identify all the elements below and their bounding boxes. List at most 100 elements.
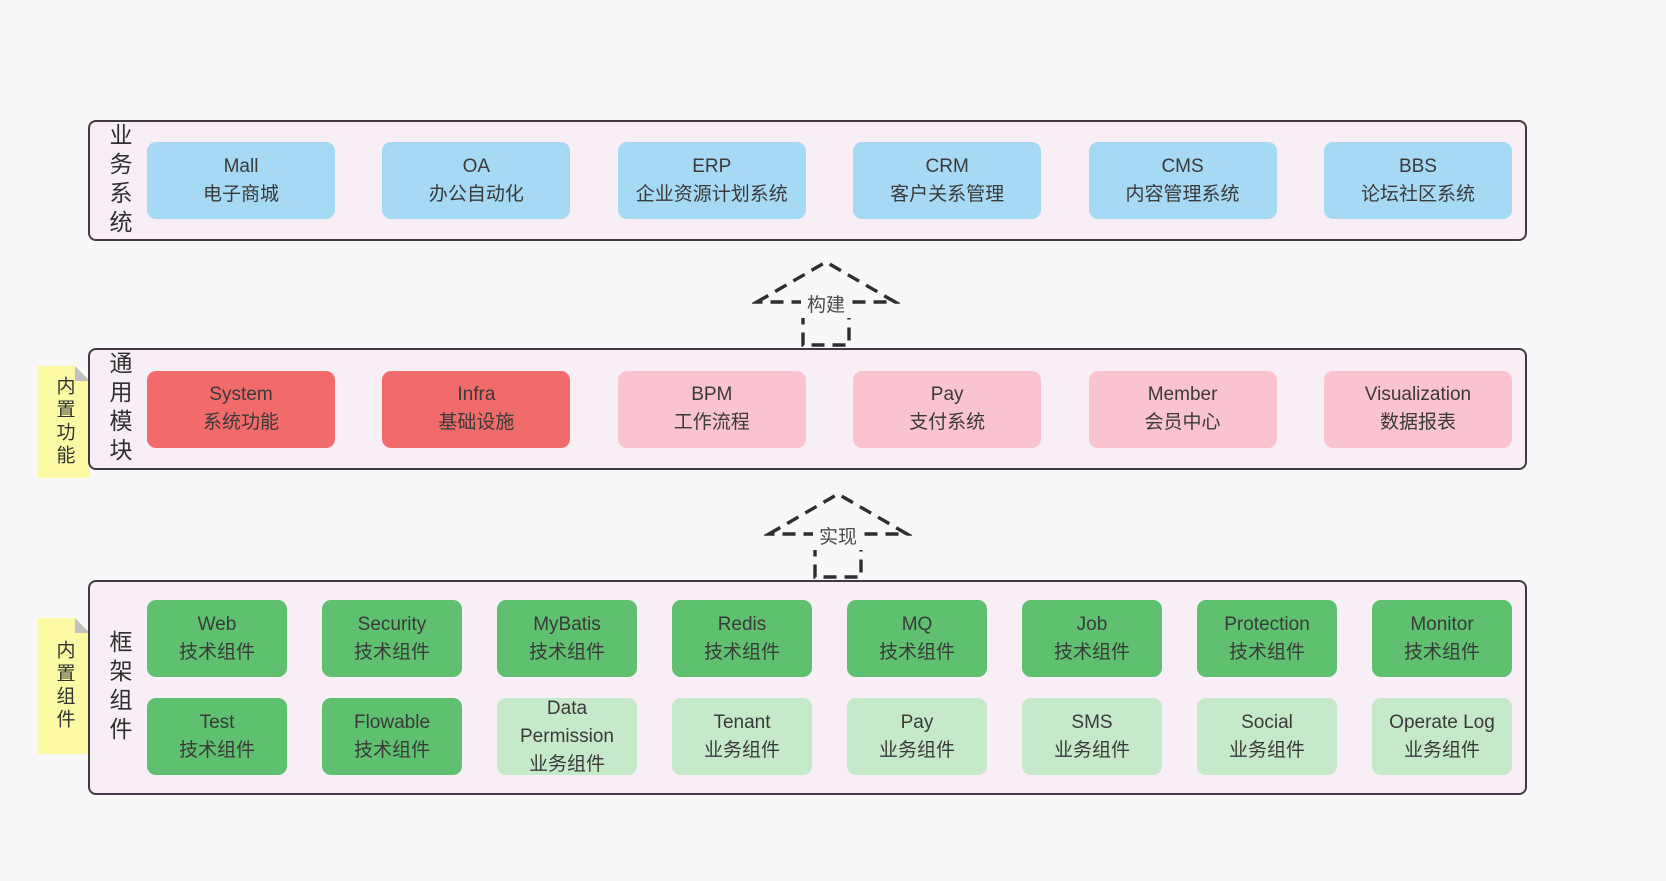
- box-security: Security 技术组件: [322, 600, 462, 677]
- box-subtitle: 工作流程: [673, 412, 750, 433]
- box-title: BPM: [691, 384, 733, 405]
- box-subtitle: 技术组件: [878, 641, 955, 663]
- box-mq: MQ 技术组件: [847, 600, 987, 677]
- sticky-note-label: 内置组件: [53, 640, 75, 732]
- box-title: Monitor: [1410, 613, 1474, 635]
- dashed-up-arrow-icon: 实现: [762, 492, 914, 579]
- box-test: Test 技术组件: [147, 698, 287, 775]
- box-subtitle: 业务组件: [703, 739, 780, 761]
- box-crm: CRM 客户关系管理: [853, 142, 1042, 219]
- box-erp: ERP 企业资源计划系统: [617, 142, 806, 219]
- box-subtitle: 客户关系管理: [890, 183, 1005, 205]
- box-title: Security: [357, 613, 427, 635]
- dashed-up-arrow-icon: 构建: [750, 260, 902, 347]
- box-title: Member: [1147, 384, 1218, 405]
- box-subtitle: 技术组件: [353, 739, 430, 761]
- box-title: Pay: [900, 711, 934, 733]
- box-system: System 系统功能: [147, 370, 335, 448]
- business-boxes-row: Mall 电子商城 OA 办公自动化 ERP 企业资源计划系统 CRM 客户关系管理 CMS 内容…: [147, 122, 1512, 239]
- box-subtitle: 业务组件: [1403, 739, 1480, 761]
- box-title: Visualization: [1364, 384, 1472, 405]
- sticky-note-built-in-components: 内置组件: [38, 618, 90, 754]
- box-title: MQ: [901, 613, 933, 635]
- box-mybatis: MyBatis 技术组件: [497, 600, 637, 677]
- box-cms: CMS 内容管理系统: [1088, 142, 1277, 219]
- box-title: System: [209, 384, 273, 405]
- box-subtitle: 技术组件: [703, 641, 780, 663]
- box-bbs: BBS 论坛社区系统: [1323, 142, 1512, 219]
- modules-boxes-row: System 系统功能 Infra 基础设施 BPM 工作流程 Pay 支付系统 Member 会…: [147, 350, 1512, 468]
- box-subtitle: 技术组件: [178, 739, 255, 761]
- box-subtitle: 技术组件: [1228, 641, 1305, 663]
- box-bpm: BPM 工作流程: [617, 370, 806, 448]
- box-title: Pay: [930, 384, 964, 405]
- box-social: Social 业务组件: [1197, 698, 1337, 775]
- layer-common-modules: 通用模块 System 系统功能 Infra 基础设施 BPM 工作流程 Pay 支付系统 Me…: [88, 348, 1527, 470]
- box-title: Data Permission: [520, 697, 614, 747]
- box-title: Tenant: [713, 711, 771, 733]
- box-subtitle: 技术组件: [528, 641, 605, 663]
- box-subtitle: 技术组件: [1053, 641, 1130, 663]
- box-visualization: Visualization 数据报表: [1323, 370, 1512, 448]
- box-subtitle: 技术组件: [178, 641, 255, 663]
- box-mall: Mall 电子商城: [147, 142, 335, 219]
- arrow-label: 构建: [807, 294, 845, 316]
- box-pay: Pay 业务组件: [847, 698, 987, 775]
- box-subtitle: 办公自动化: [428, 183, 524, 205]
- box-web: Web 技术组件: [147, 600, 287, 677]
- box-title: CRM: [925, 155, 969, 177]
- box-title: Redis: [717, 613, 767, 635]
- box-subtitle: 论坛社区系统: [1360, 183, 1475, 205]
- box-title: SMS: [1071, 711, 1113, 733]
- box-operate-log: Operate Log 业务组件: [1372, 698, 1512, 775]
- box-title: Mall: [223, 155, 259, 177]
- box-title: Operate Log: [1389, 711, 1495, 733]
- layer-title-vertical: 业务系统: [106, 122, 132, 239]
- box-oa: OA 办公自动化: [382, 142, 571, 219]
- box-monitor: Monitor 技术组件: [1372, 600, 1512, 677]
- box-subtitle: 电子商城: [202, 183, 279, 205]
- arrow-implement: 实现: [762, 487, 914, 581]
- layer-title-vertical: 框架组件: [106, 629, 132, 746]
- box-subtitle: 业务组件: [878, 739, 955, 761]
- layer-title-vertical: 通用模块: [106, 351, 132, 467]
- box-title: ERP: [692, 155, 732, 177]
- box-subtitle: 技术组件: [353, 641, 430, 663]
- box-title: MyBatis: [533, 613, 601, 635]
- sticky-note-label: 内置功能: [53, 376, 75, 468]
- box-subtitle: 技术组件: [1403, 641, 1480, 663]
- box-subtitle: 业务组件: [1053, 739, 1130, 761]
- box-title: OA: [462, 155, 491, 177]
- box-title: Test: [199, 711, 235, 733]
- box-subtitle: 支付系统: [909, 412, 986, 433]
- arrow-build: 构建: [750, 255, 902, 349]
- box-title: Protection: [1224, 613, 1310, 635]
- box-data-permission: Data Permission 业务组件: [497, 698, 637, 775]
- box-title: BBS: [1398, 155, 1437, 177]
- box-protection: Protection 技术组件: [1197, 600, 1337, 677]
- box-infra: Infra 基础设施: [382, 370, 571, 448]
- box-redis: Redis 技术组件: [672, 600, 812, 677]
- box-title: Infra: [457, 384, 496, 405]
- arrow-label: 实现: [819, 526, 857, 548]
- box-title: Web: [197, 613, 237, 635]
- box-flowable: Flowable 技术组件: [322, 698, 462, 775]
- box-subtitle: 数据报表: [1379, 412, 1456, 433]
- box-subtitle: 内容管理系统: [1125, 183, 1240, 205]
- box-title: CMS: [1161, 155, 1204, 177]
- box-title: Flowable: [353, 711, 431, 733]
- box-subtitle: 系统功能: [202, 412, 279, 433]
- box-subtitle: 企业资源计划系统: [635, 183, 788, 205]
- box-subtitle: 业务组件: [1228, 739, 1305, 761]
- box-member: Member 会员中心: [1088, 370, 1277, 448]
- box-pay: Pay 支付系统: [853, 370, 1042, 448]
- box-title: Social: [1241, 711, 1293, 733]
- box-subtitle: 业务组件: [528, 753, 605, 775]
- box-subtitle: 会员中心: [1144, 412, 1221, 433]
- sticky-note-built-in-features: 内置功能: [38, 366, 90, 478]
- box-subtitle: 基础设施: [438, 412, 515, 433]
